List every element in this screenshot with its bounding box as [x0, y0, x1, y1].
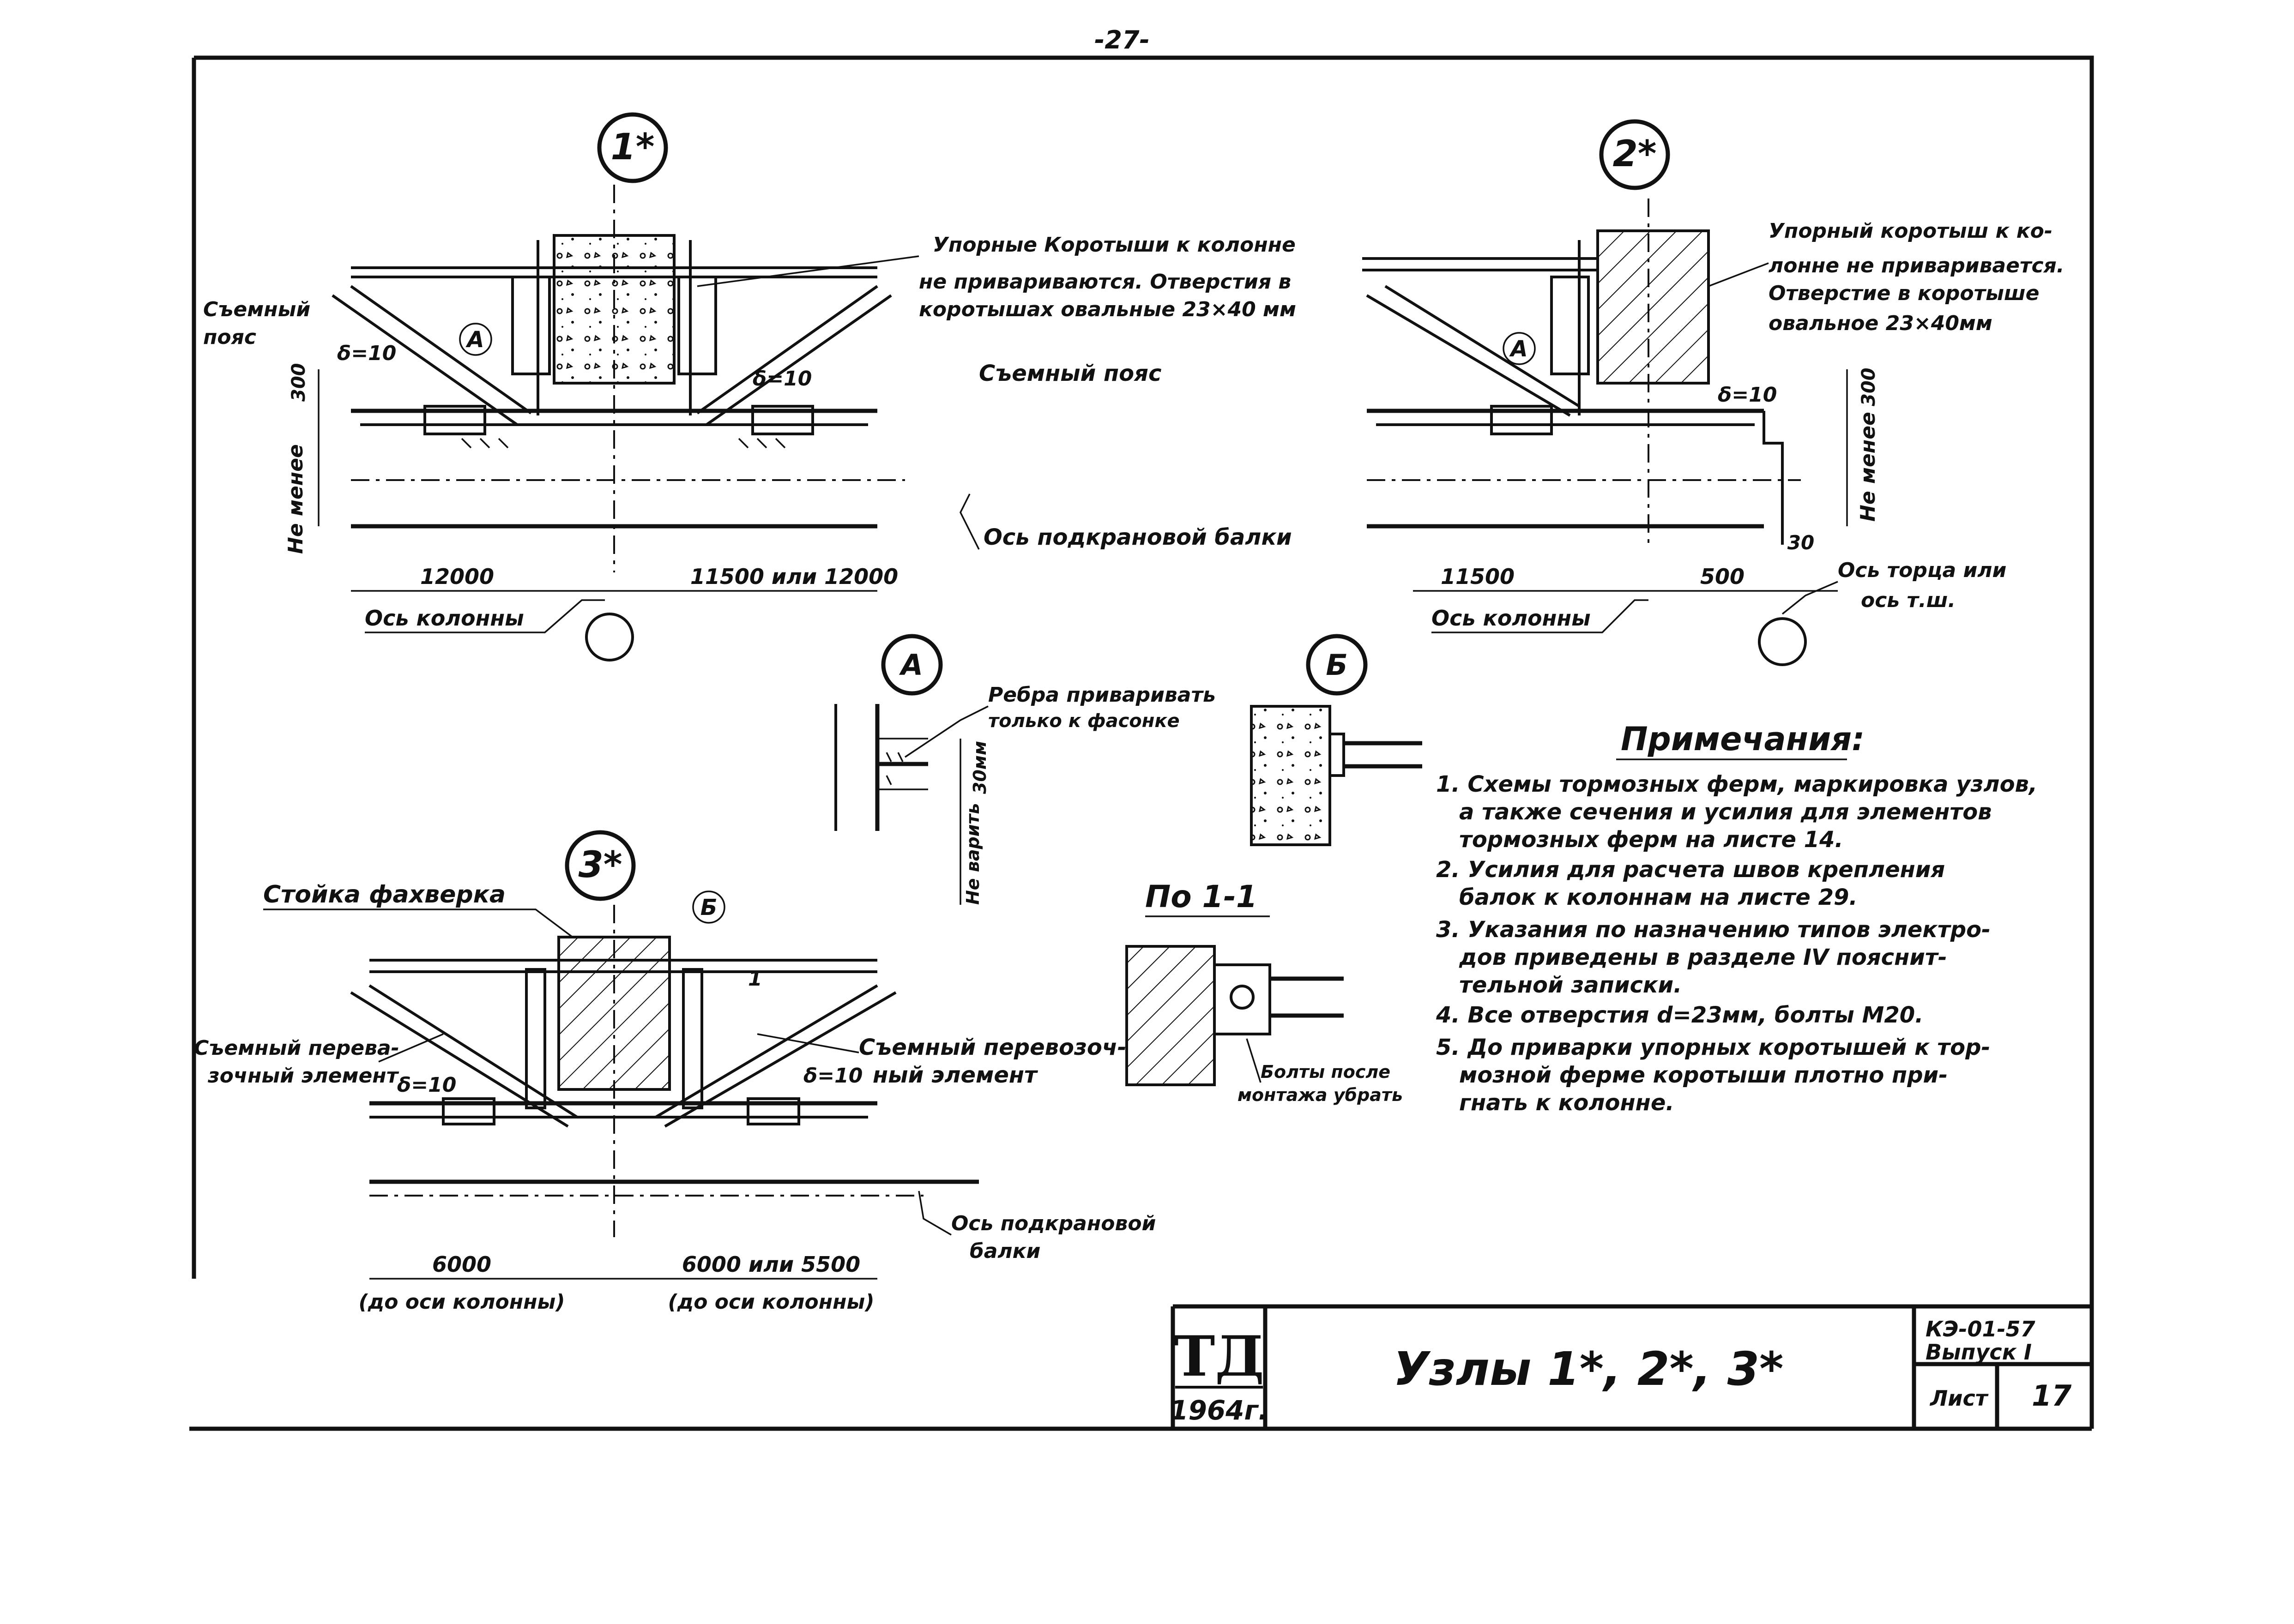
node-3-right-elem1: Съемный перевозоч- — [859, 1035, 1127, 1060]
node-1-note-line3: коротышах овальные 23×40 мм — [919, 298, 1296, 321]
node-3-crane-axis2: балки — [970, 1239, 1040, 1263]
detail-b-mark: Б — [1326, 648, 1347, 682]
detail-b: Б — [1250, 634, 1422, 846]
node-3-delta-left: δ=10 — [397, 1073, 456, 1097]
node-1-dim-right: 11500 или 12000 — [690, 564, 898, 589]
node-1: 1* А Упорные Коротыши к колонне не прива… — [203, 112, 1296, 662]
note-5-line2: мозной ферме коротыши плотно при- — [1459, 1062, 1948, 1088]
node-1-note-line1: Упорные Коротыши к колонне — [933, 233, 1296, 257]
node-3-detail-ref: Б — [700, 895, 718, 920]
detail-a-dim: 30мм — [970, 741, 990, 794]
node-2-axis-bubble — [1758, 617, 1807, 666]
node-1-delta-left: δ=10 — [337, 342, 396, 365]
detail-a-mark: А — [899, 648, 923, 682]
detail-a-vary: Не варить — [963, 803, 983, 905]
node-3: 3* Б 1 Стойка фахверка Съемный перева- з… — [194, 830, 1156, 1314]
node-3-sub-right: (до оси колонны) — [668, 1290, 875, 1314]
detail-a-note-line1: Ребра приваривать — [988, 683, 1216, 707]
node-1-detail-ref: А — [465, 327, 484, 353]
note-1-line2: а также сечения и усилия для элементов — [1459, 799, 1992, 825]
node-2-note-line4: овальное 23×40мм — [1769, 312, 1992, 335]
node-1-delta-right: δ=10 — [753, 367, 812, 391]
node-3-section-num: 1 — [748, 967, 762, 991]
title-block-logo: ТД — [1174, 1324, 1264, 1389]
node-1-crane-axis: Ось подкрановой балки — [984, 524, 1292, 550]
title-block-year: 1964г. — [1170, 1395, 1268, 1426]
node-3-post: Стойка фахверка — [263, 881, 506, 908]
node-1-mark: 1* — [610, 126, 654, 168]
node-2-end-axis-line2: ось т.ш. — [1861, 589, 1956, 612]
node-1-not-less: Не менее — [284, 444, 308, 554]
node-2-detail-ref: А — [1509, 336, 1527, 362]
node-3-dim-left: 6000 — [432, 1252, 491, 1277]
note-1-line1: 1. Схемы тормозных ферм, маркировка узло… — [1436, 771, 2037, 797]
node-1-belt-label2: пояс — [203, 325, 256, 349]
detail-a-note-line2: только к фасонке — [988, 710, 1180, 732]
node-2-dim-300: 300 — [1858, 368, 1879, 407]
title-block-sheet: 17 — [2032, 1379, 2072, 1413]
node-1-circle — [597, 112, 668, 183]
node-3-right-elem2: ный элемент — [873, 1062, 1038, 1088]
node-2-delta: δ=10 — [1718, 383, 1777, 407]
note-5-line1: 5. До приварки упорных коротышей к тор- — [1436, 1035, 1990, 1060]
node-3-delta-right: δ=10 — [803, 1064, 863, 1088]
node-1-belt-label1: Съемный — [203, 298, 310, 321]
section-note-line2: монтажа убрать — [1238, 1085, 1403, 1105]
note-2-line1: 2. Усилия для расчета швов крепления — [1436, 857, 1945, 883]
node-3-dim-right: 6000 или 5500 — [682, 1252, 860, 1277]
section-1-1-title: По 1-1 — [1145, 879, 1257, 914]
notes: Примечания: 1. Схемы тормозных ферм, мар… — [1436, 720, 2037, 1116]
title-block-sheet-label: Лист — [1929, 1386, 1989, 1411]
note-2-line2: балок к колоннам на листе 29. — [1459, 884, 1858, 910]
note-3-line1: 3. Указания по назначению типов электро- — [1436, 917, 1991, 943]
node-2-end-axis-line1: Ось торца или — [1838, 559, 2006, 582]
node-2-dim-left: 11500 — [1441, 564, 1515, 589]
node-3-circle — [565, 830, 636, 901]
node-1-belt-center: Съемный пояс — [979, 361, 1161, 386]
title-block-series: КЭ-01-57 — [1926, 1317, 2035, 1341]
node-1-note-line2: не привариваются. Отверстия в — [919, 270, 1291, 294]
title-block: ТД 1964г. Узлы 1*, 2*, 3* КЭ-01-57 Выпус… — [1170, 1304, 2092, 1429]
page-number: -27- — [1094, 25, 1150, 54]
node-2-not-less: Не менее — [1856, 412, 1880, 522]
sheet-frame — [189, 55, 2094, 1431]
node-3-left-elem1: Съемный перева- — [194, 1036, 399, 1060]
node-3-mark: 3* — [578, 844, 622, 886]
node-2: 2* А Упорный коротыш к ко- лонне не прив… — [1362, 119, 2065, 666]
node-2-mark: 2* — [1612, 133, 1656, 175]
title-block-issue: Выпуск I — [1926, 1340, 2032, 1365]
node-2-note-line1: Упорный коротыш к ко- — [1769, 219, 2053, 243]
section-note-line1: Болты после — [1261, 1062, 1390, 1082]
note-3-line2: дов приведены в разделе IV пояснит- — [1459, 944, 1947, 970]
node-3-crane-axis1: Ось подкрановой — [951, 1212, 1156, 1235]
title-block-title: Узлы 1*, 2*, 3* — [1394, 1342, 1784, 1396]
node-1-dim-left: 12000 — [420, 564, 494, 589]
node-2-dim-30: 30 — [1787, 531, 1814, 554]
notes-title: Примечания: — [1621, 720, 1865, 758]
node-1-column-axis: Ось колонны — [365, 606, 524, 631]
note-5-line3: гнать к колонне. — [1459, 1090, 1674, 1116]
section-1-1: По 1-1 Болты после монтажа убрать — [1125, 879, 1403, 1105]
note-1-line3: тормозных ферм на листе 14. — [1459, 827, 1843, 853]
node-1-axis-bubble — [585, 613, 634, 662]
node-3-left-elem2: зочный элемент — [207, 1064, 399, 1088]
note-4-line1: 4. Все отверстия d=23мм, болты М20. — [1436, 1002, 1923, 1028]
node-2-note-line2: лонне не приваривается. — [1769, 254, 2065, 277]
node-2-column-axis: Ось колонны — [1431, 606, 1591, 631]
node-2-circle — [1599, 119, 1670, 190]
node-2-dim-right: 500 — [1700, 564, 1745, 589]
detail-a: А Ребра приваривать только к фасонке 30м… — [834, 634, 1216, 905]
node-2-column — [1596, 229, 1710, 385]
node-2-note-line3: Отверстие в коротыше — [1769, 282, 2040, 305]
node-1-dim-300: 300 — [288, 363, 309, 402]
node-3-sub-left: (до оси колонны) — [359, 1290, 565, 1314]
note-3-line3: тельной записки. — [1459, 972, 1682, 998]
